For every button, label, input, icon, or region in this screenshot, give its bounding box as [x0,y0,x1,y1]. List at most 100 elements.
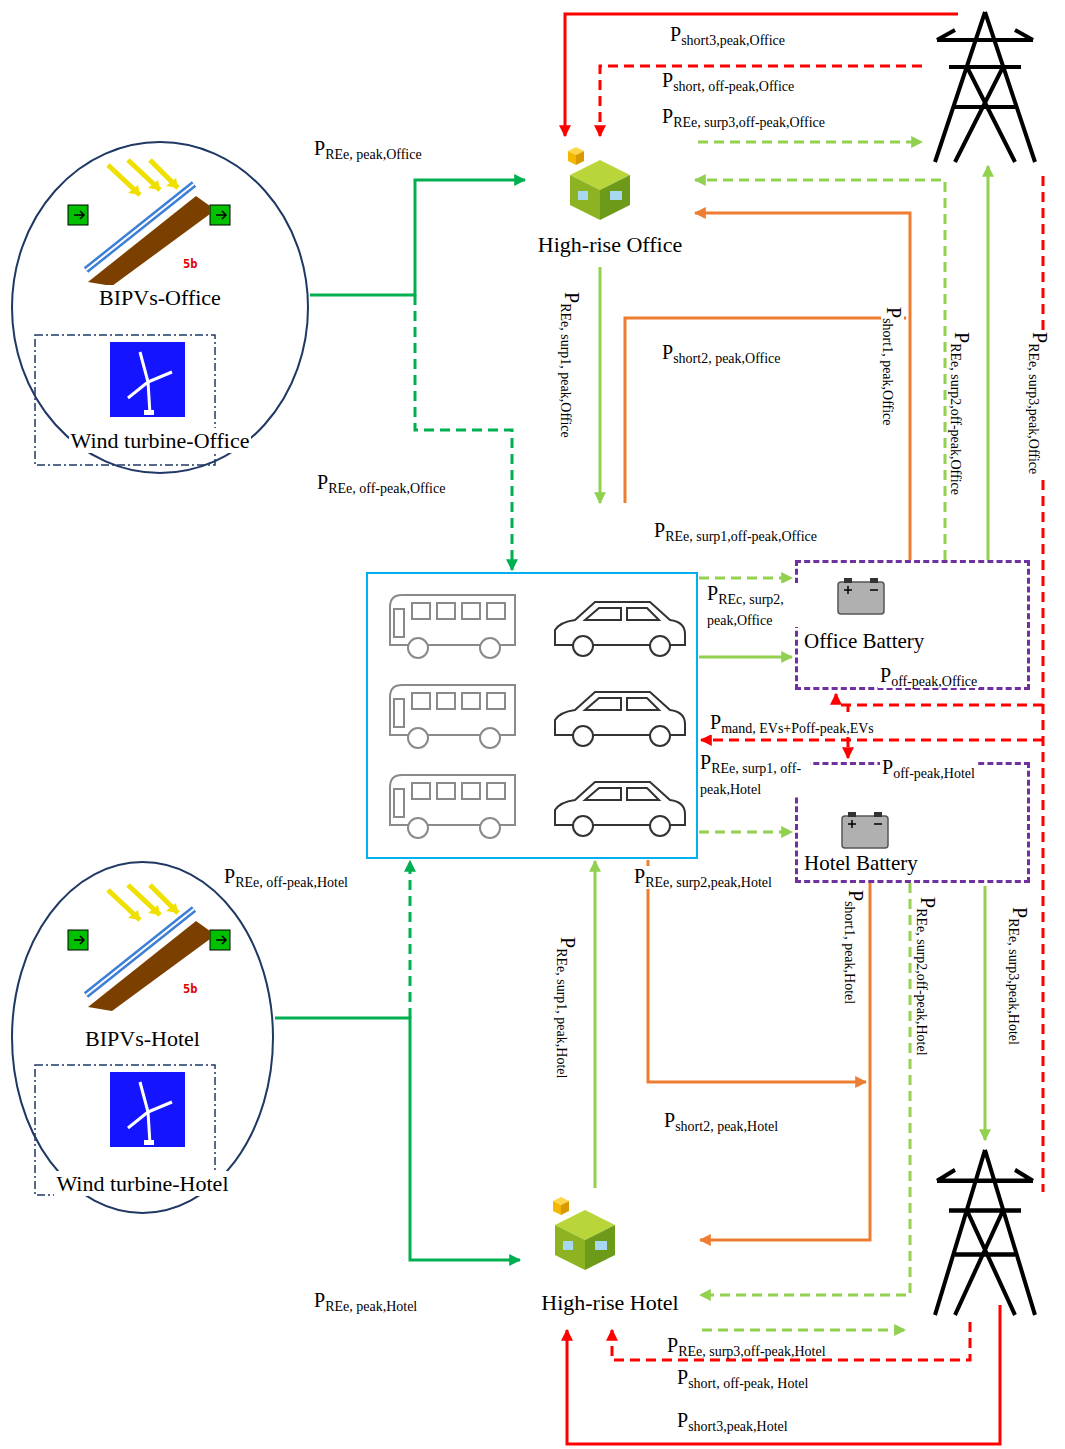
illustration-stroke [408,818,428,838]
illustration-stroke [568,147,630,220]
power-label: Poff-peak,Hotel [880,757,977,780]
power-flow-arrow [700,883,870,1240]
illustration-stroke [699,656,792,659]
illustration-stroke [565,14,958,136]
illustration-stroke [935,12,1035,162]
illustration-stroke [555,692,685,746]
illustration-stroke [599,267,602,503]
illustration-stroke [594,861,597,1188]
illustration-stroke [390,595,515,645]
illustration-stroke [390,595,685,838]
ellipse-outline [12,862,273,1213]
power-label: PREe, surp3,peak,Office [1027,330,1050,476]
node-label: High-rise Office [536,232,684,257]
node-label: Hotel Battery [802,851,920,876]
power-flow-arrow [310,180,525,295]
illustration-stroke [555,782,685,836]
illustration-stroke [390,685,515,735]
flow-label: PREe, surp2,off-peak,Hotel [915,895,938,1058]
power-label: PREe, surp2,peak,Hotel [632,866,774,889]
power-label: PREe, surp1,off-peak,Office [652,520,819,543]
illustration-stroke [650,816,670,836]
illustration-stroke [650,636,670,656]
illustration-stroke [390,685,515,748]
flow-label: PREe, surp2,off-peak,Office [949,330,972,497]
building-node: High-rise Hotel [520,1190,700,1325]
node-label: BIPVs-Hotel [83,1026,202,1051]
illustration-stroke [68,160,230,286]
illustration-stroke [409,861,412,1018]
power-label: PREe, off-peak,Office [315,472,447,495]
illustration-stroke [699,831,792,834]
illustration-stroke [650,726,670,746]
power-label: Pshort, off-peak,Office [660,70,796,93]
illustration-stroke [585,608,659,620]
illustration-stroke [437,783,455,799]
illustration-stroke [600,66,922,136]
illustration-stroke [408,638,428,658]
illustration-stroke [480,638,500,658]
illustration-stroke [1042,176,1045,1192]
illustration-stroke [394,609,404,637]
illustration-stroke [394,789,404,817]
panel-marker: 5b [183,983,197,996]
illustration-stroke [390,595,515,658]
illustration-stroke [412,693,430,709]
illustration-stroke [487,693,505,709]
illustration-stroke [412,603,430,619]
illustration-stroke [702,1329,905,1332]
power-label: PREe, off-peak,Hotel [222,866,350,889]
node-label: Office Battery [802,629,926,654]
illustration-stroke [462,783,480,799]
node-label: High-rise Hotel [539,1290,680,1315]
power-label: PREe, surp3,peak,Hotel [1007,905,1030,1047]
power-label: Poff-peak,Office [878,665,979,688]
illustration-stroke [394,699,404,727]
energy-source-ellipse: BIPVs-OfficeWind turbine-Office [10,140,310,475]
illustration-stroke [412,783,430,799]
illustration-stroke [585,698,659,710]
illustration-stroke [567,1305,1000,1444]
power-label: PREc, surp2, peak,Office [705,583,804,627]
power-label: Pshort, off-peak, Hotel [675,1367,810,1390]
power-label: PREe, surp1, peak,Hotel [555,935,578,1080]
flow-label: PREe, peak,Office [312,138,424,161]
power-flow-arrow [275,1018,520,1260]
power-flow-arrow [695,213,910,560]
illustration-stroke [573,816,593,836]
illustration-stroke [408,728,428,748]
power-label: Pshort3,peak,Hotel [675,1410,790,1433]
illustration-stroke [480,818,500,838]
illustration-stroke [612,1322,970,1360]
illustration-stroke [984,886,987,1140]
building-node: High-rise Office [525,140,695,265]
illustration-stroke [699,577,792,580]
illustration-stroke [390,775,515,825]
illustration-stroke [648,860,866,1082]
illustration-stroke [935,1150,1035,1315]
illustration-stroke [701,739,1043,742]
power-label: Pshort2, peak,Hotel [662,1110,780,1133]
flow-label: PREe, peak,Hotel [312,1290,419,1313]
illustration-stroke [987,166,990,560]
power-label: PREe, surp3,off-peak,Hotel [665,1335,828,1358]
illustration-stroke [573,636,593,656]
illustration-stroke [437,603,455,619]
ellipse-outline [12,142,308,473]
illustration-stroke [390,775,515,838]
power-label: PREe, surp1, peak,Office [559,290,582,440]
flow-label: Pshort1, peak,Office [881,305,904,428]
flow-label: Pshort1, peak,Hotel [843,888,866,1006]
illustration-stroke [698,141,922,144]
illustration-stroke [462,693,480,709]
node-label: Wind turbine-Office [69,428,252,453]
illustration-stroke [842,812,888,848]
illustration-stroke [573,726,593,746]
illustration-stroke [585,788,659,800]
illustration-stroke [437,693,455,709]
illustration-stroke [625,318,906,503]
power-label: PREe, surp3,off-peak,Office [660,106,827,129]
panel-marker: 5b [183,258,197,271]
illustration-stroke [410,14,1043,1444]
